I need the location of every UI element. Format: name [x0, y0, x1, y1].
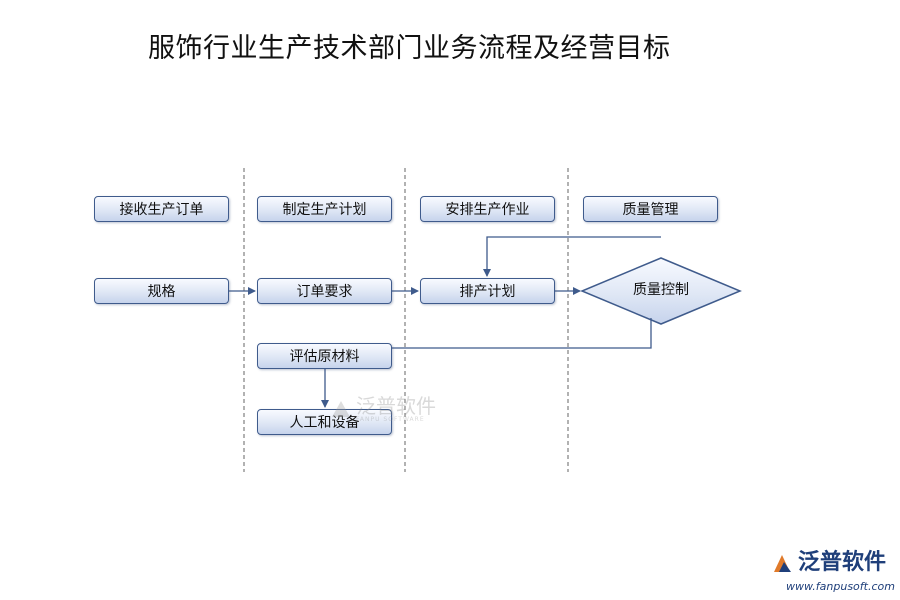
node-quality-control-label: 质量控制 — [633, 282, 689, 298]
watermark-subtext: FANPU SOFTWARE — [356, 416, 425, 423]
brand-logo: 泛普软件 — [770, 552, 886, 574]
header-quality-management: 质量管理 — [583, 196, 718, 222]
page-title: 服饰行业生产技术部门业务流程及经营目标 — [148, 33, 671, 64]
line-material-to-qc — [392, 318, 652, 349]
node-production-schedule: 排产计划 — [420, 278, 555, 304]
watermark-text: 泛普软件 — [356, 394, 436, 418]
node-order-requirements: 订单要求 — [257, 278, 392, 304]
node-spec: 规格 — [94, 278, 229, 304]
node-labor-equipment: 人工和设备 — [257, 409, 392, 435]
watermark-logo-icon — [332, 400, 350, 417]
watermark: 泛普软件 FANPU SOFTWARE — [330, 396, 436, 423]
header-make-plan: 制定生产计划 — [257, 196, 392, 222]
header-receive-orders: 接收生产订单 — [94, 196, 229, 222]
brand-name: 泛普软件 — [798, 550, 887, 575]
quality-control-diamond — [580, 257, 742, 325]
arrow-qc-feedback — [483, 236, 661, 277]
brand-logo-icon — [774, 555, 791, 572]
header-arrange-work: 安排生产作业 — [420, 196, 555, 222]
node-evaluate-materials: 评估原材料 — [257, 343, 392, 369]
brand-url: www.fanpusoft.com — [786, 580, 895, 593]
